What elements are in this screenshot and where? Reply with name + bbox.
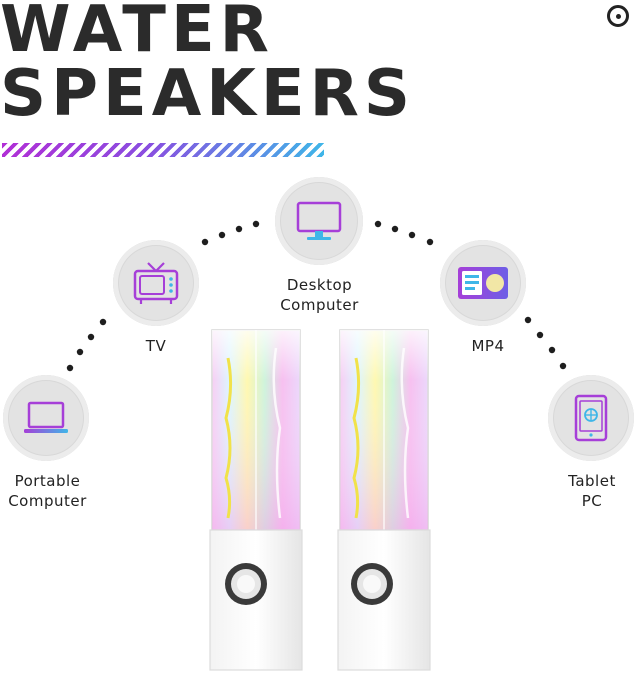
mp4-label: MP4 xyxy=(471,337,505,355)
decorative-stripe xyxy=(2,143,324,157)
tablet-pc-label: Tablet PC xyxy=(552,471,632,511)
desktop-computer-line1: Desktop xyxy=(286,276,353,294)
tv-circle xyxy=(113,240,199,326)
tv-label: TV xyxy=(145,337,167,355)
tablet-pc-circle xyxy=(548,375,634,461)
tablet-icon xyxy=(574,394,608,442)
laptop-icon xyxy=(24,401,68,433)
mp4-circle xyxy=(440,240,526,326)
right-speaker xyxy=(337,329,431,671)
portable-computer-circle xyxy=(3,375,89,461)
desktop-computer-label: Desktop Computer xyxy=(262,275,377,315)
left-speaker xyxy=(209,329,303,671)
heading-speakers: SPEAKERS xyxy=(0,57,415,131)
tv-icon xyxy=(133,262,179,304)
desktop-computer-line2: Computer xyxy=(280,296,359,314)
water-speakers-illustration xyxy=(209,329,431,671)
tablet-pc-line1: Tablet xyxy=(568,472,616,490)
desktop-computer-circle xyxy=(275,177,363,265)
info-icon[interactable] xyxy=(607,5,629,27)
desktop-icon xyxy=(296,201,342,240)
portable-computer-label: Portable Computer xyxy=(0,471,95,511)
portable-computer-line1: Portable xyxy=(14,472,81,490)
tablet-pc-line2: PC xyxy=(581,492,603,510)
mp4-player-icon xyxy=(458,267,508,299)
heading-water: WATER xyxy=(0,0,274,67)
portable-computer-line2: Computer xyxy=(8,492,87,510)
